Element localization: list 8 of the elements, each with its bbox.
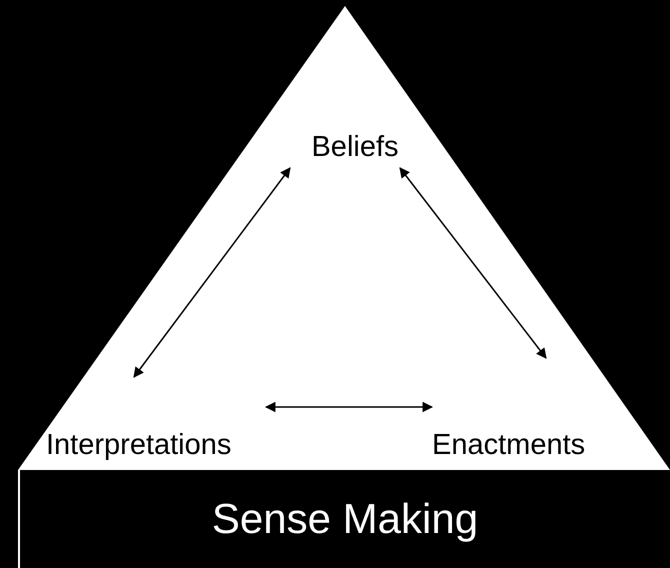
double-arrow	[133, 167, 291, 378]
concept-label: Enactments	[432, 356, 670, 462]
triangle-shape	[18, 6, 670, 470]
double-arrow	[399, 167, 547, 359]
concept-label: Beliefs	[240, 130, 470, 240]
concept-label: Interpretations	[46, 374, 266, 462]
band-title: Sense Making	[212, 495, 478, 543]
double-arrow	[264, 402, 434, 412]
